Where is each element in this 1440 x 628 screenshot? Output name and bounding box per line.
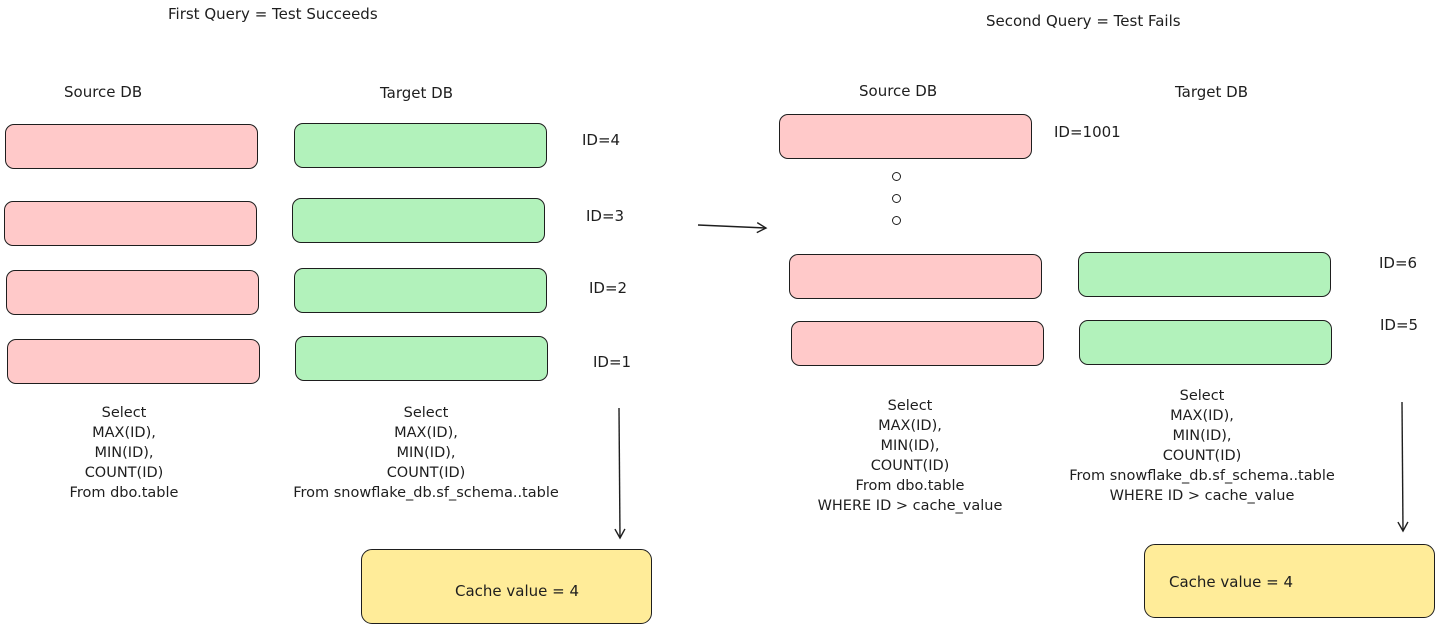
query-line: From snowflake_db.sf_schema..table: [293, 485, 559, 501]
ellipsis-dot: [892, 172, 901, 181]
right-id-label-6: ID=6: [1379, 254, 1418, 272]
query-line: COUNT(ID): [386, 465, 466, 481]
right-target-row-5: [1079, 320, 1332, 365]
query-line: WHERE ID > cache_value: [1109, 488, 1295, 504]
left-cache-label: Cache value = 4: [455, 582, 580, 600]
right-target-header: Target DB: [1175, 83, 1249, 101]
right-cache-label: Cache value = 4: [1169, 573, 1294, 591]
query-line: COUNT(ID): [84, 465, 164, 481]
left-source-row-2: [6, 270, 259, 315]
query-line: MIN(ID),: [94, 445, 154, 461]
query-line: Select: [101, 405, 147, 421]
left-target-row-4: [294, 123, 547, 168]
query-line: MIN(ID),: [396, 445, 456, 461]
query-line: COUNT(ID): [870, 458, 950, 474]
left-id-label-1: ID=1: [593, 353, 632, 371]
left-source-row-4: [5, 124, 258, 169]
left-id-label-3: ID=3: [586, 207, 625, 225]
left-target-row-1: [295, 336, 548, 381]
query-line: From snowflake_db.sf_schema..table: [1069, 468, 1335, 484]
right-id-label-5: ID=5: [1380, 316, 1419, 334]
right-cache-arrow: [1397, 401, 1409, 533]
left-id-label-2: ID=2: [589, 279, 628, 297]
query-line: MIN(ID),: [1172, 428, 1232, 444]
query-line: WHERE ID > cache_value: [817, 498, 1003, 514]
query-line: MIN(ID),: [880, 438, 940, 454]
query-line: From dbo.table: [855, 478, 965, 494]
query-line: MAX(ID),: [878, 418, 942, 434]
left-target-row-3: [292, 198, 545, 243]
right-title: Second Query = Test Fails: [986, 12, 1181, 30]
right-source-header: Source DB: [859, 82, 938, 100]
right-source-row-1001: [779, 114, 1032, 159]
right-source-row-5: [791, 321, 1044, 366]
left-id-label-4: ID=4: [582, 131, 621, 149]
left-source-header: Source DB: [64, 83, 143, 101]
query-line: Select: [1179, 388, 1225, 404]
query-line: MAX(ID),: [92, 425, 156, 441]
right-source-query: Select MAX(ID), MIN(ID), COUNT(ID) From …: [800, 396, 1020, 516]
right-cache-box: [1144, 544, 1435, 618]
left-source-row-1: [7, 339, 260, 384]
query-line: Select: [403, 405, 449, 421]
right-id-label-1001: ID=1001: [1054, 123, 1121, 141]
ellipsis-dot: [892, 194, 901, 203]
query-line: MAX(ID),: [1170, 408, 1234, 424]
query-line: COUNT(ID): [1162, 448, 1242, 464]
right-source-row-6: [789, 254, 1042, 299]
query-line: From dbo.table: [69, 485, 179, 501]
left-cache-box: [361, 549, 652, 624]
query-line: Select: [887, 398, 933, 414]
query-line: MAX(ID),: [394, 425, 458, 441]
left-source-row-3: [4, 201, 257, 246]
left-cache-arrow: [614, 407, 626, 540]
left-target-row-2: [294, 268, 547, 313]
right-target-query: Select MAX(ID), MIN(ID), COUNT(ID) From …: [1052, 386, 1352, 506]
transition-arrow: [697, 222, 768, 234]
ellipsis-dot: [892, 216, 901, 225]
left-source-query: Select MAX(ID), MIN(ID), COUNT(ID) From …: [44, 403, 204, 503]
right-target-row-6: [1078, 252, 1331, 297]
left-target-query: Select MAX(ID), MIN(ID), COUNT(ID) From …: [276, 403, 576, 503]
left-title: First Query = Test Succeeds: [168, 5, 378, 23]
left-target-header: Target DB: [380, 84, 454, 102]
